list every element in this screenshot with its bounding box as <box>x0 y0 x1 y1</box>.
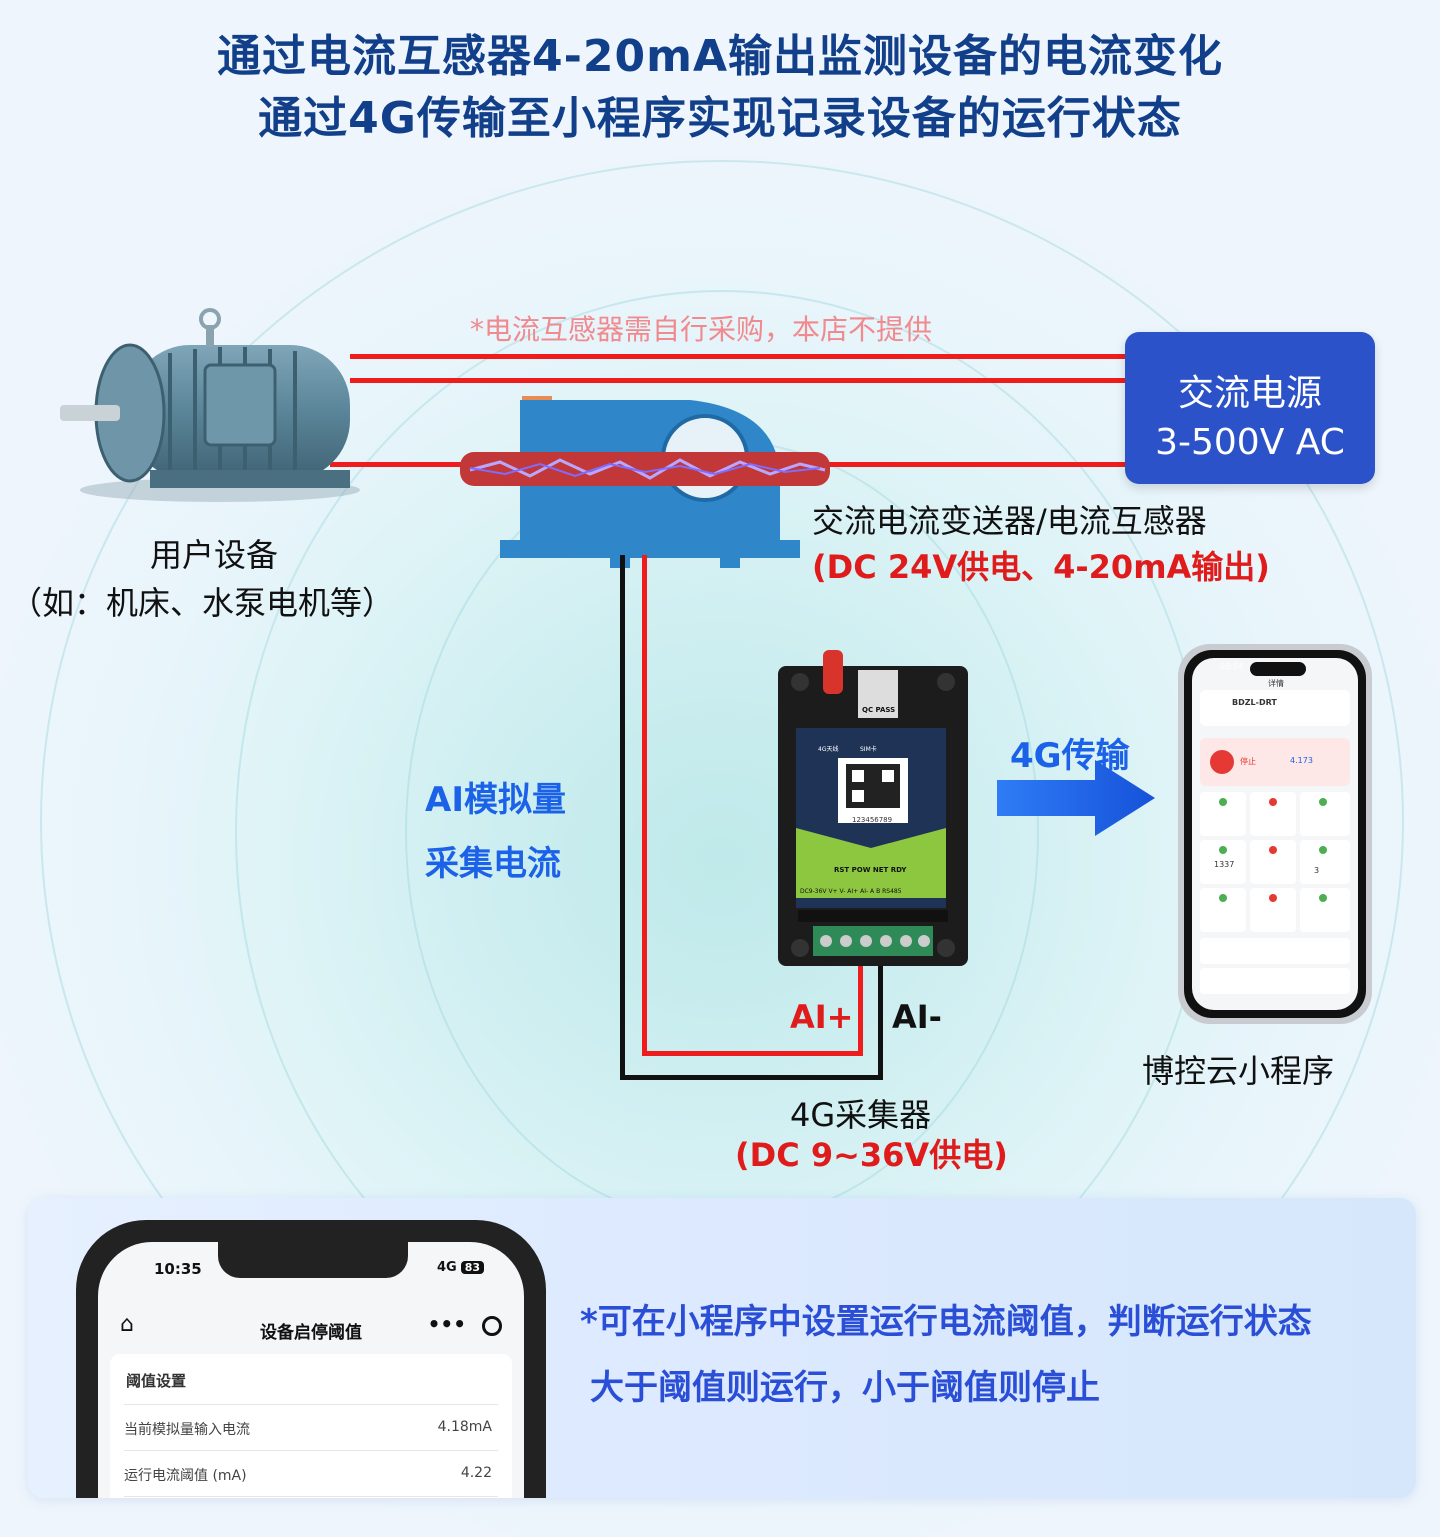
4g-collector: 123456789 RST POW NET RDY DC9-36V V+ V- … <box>778 648 968 968</box>
power-box-voltage: 3-500V AC <box>1155 422 1345 463</box>
power-wire-1 <box>350 354 1130 359</box>
ai-plus-label: AI+ <box>790 998 854 1036</box>
transfer-arrow-icon <box>997 760 1155 836</box>
setting-row <box>124 1496 498 1498</box>
setting-row-value: 4.18mA <box>437 1419 492 1435</box>
status-time: 10:35 <box>154 1260 202 1278</box>
phone-title: 详情 <box>1268 679 1284 688</box>
device-examples-label: （如：机床、水泵电机等） <box>10 584 395 622</box>
setting-row-label: 运行电流阈值 (mA) <box>124 1468 247 1484</box>
mini-program-phone: 09:54 详情 BDZL-DRT 停止 4.173 1337 3 <box>1170 640 1380 1030</box>
phone-count-b: 3 <box>1314 866 1320 875</box>
setting-row-value: 4.22 <box>460 1465 492 1481</box>
page-title-line-1: 通过电流互感器4-20mA输出监测设备的电流变化 <box>216 31 1223 82</box>
current-sensor-image <box>460 396 830 568</box>
collector-label: 4G采集器 <box>790 1096 932 1134</box>
phone-status: 停止 <box>1240 757 1256 766</box>
ai-plus-wire-left <box>642 555 647 1055</box>
ai-minus-wire-left <box>620 555 625 1080</box>
collector-power-label: (DC 9~36V供电) <box>735 1136 1008 1174</box>
power-wire-2 <box>350 378 1130 383</box>
mini-program-label: 博控云小程序 <box>1142 1052 1335 1090</box>
ai-minus-wire-bottom <box>620 1075 882 1080</box>
threshold-card: 阈值设置 当前模拟量输入电流 4.18mA 运行电流阈值 (mA) 4.22 <box>110 1354 512 1498</box>
phone-time: 09:54 <box>1220 662 1244 671</box>
threshold-note-line-2: 大于阈值则运行，小于阈值则停止 <box>590 1368 1100 1408</box>
close-miniprogram-icon[interactable] <box>482 1316 502 1336</box>
collector-leds-label: RST POW NET RDY <box>834 866 907 874</box>
setting-row[interactable]: 当前模拟量输入电流 4.18mA <box>124 1404 498 1449</box>
sensor-label: 交流电流变送器/电流互感器 <box>812 502 1207 540</box>
sensor-spec-label: (DC 24V供电、4-20mA输出) <box>812 548 1270 586</box>
ac-power-box: 交流电源 3-500V AC <box>1125 332 1375 484</box>
setting-row[interactable]: 运行电流阈值 (mA) 4.22 <box>124 1450 498 1495</box>
collector-qc-label: QC PASS <box>862 706 896 714</box>
collector-sim-label: SIM卡 <box>860 746 877 753</box>
power-box-title: 交流电源 <box>1177 373 1322 414</box>
card-title: 阈值设置 <box>126 1372 187 1390</box>
ai-label-line-1: AI模拟量 <box>425 780 566 820</box>
page-title-line-2: 通过4G传输至小程序实现记录设备的运行状态 <box>258 93 1182 144</box>
phone-notch <box>218 1242 408 1278</box>
collector-antenna-label: 4G天线 <box>818 746 839 753</box>
ai-plus-wire-up <box>858 955 863 1056</box>
collector-qr-code: 123456789 <box>852 816 893 824</box>
more-icon[interactable]: ••• <box>427 1312 466 1336</box>
threshold-note-line-1: *可在小程序中设置运行电流阈值，判断运行状态 <box>580 1302 1312 1342</box>
ai-minus-wire-up <box>878 955 883 1080</box>
ai-label-line-2: 采集电流 <box>425 844 561 884</box>
home-icon[interactable]: ⌂ <box>120 1312 134 1337</box>
sensor-purchase-note: *电流互感器需自行采购，本店不提供 <box>470 313 933 346</box>
motor-image <box>60 308 360 502</box>
ai-plus-wire-bottom <box>642 1051 862 1056</box>
ai-minus-label: AI- <box>892 998 942 1036</box>
phone-device-name: BDZL-DRT <box>1232 698 1277 707</box>
device-label: 用户设备 <box>150 536 279 574</box>
battery-level: 83 <box>460 1261 484 1274</box>
nav-title: 设备启停阈值 <box>260 1323 362 1343</box>
collector-terminals-label: DC9-36V V+ V- AI+ AI- A B RS485 <box>800 888 902 895</box>
network-type: 4G <box>436 1260 457 1275</box>
setting-row-label: 当前模拟量输入电流 <box>124 1422 250 1438</box>
phone-current: 4.173 <box>1290 756 1313 765</box>
phone-count-a: 1337 <box>1214 860 1235 869</box>
